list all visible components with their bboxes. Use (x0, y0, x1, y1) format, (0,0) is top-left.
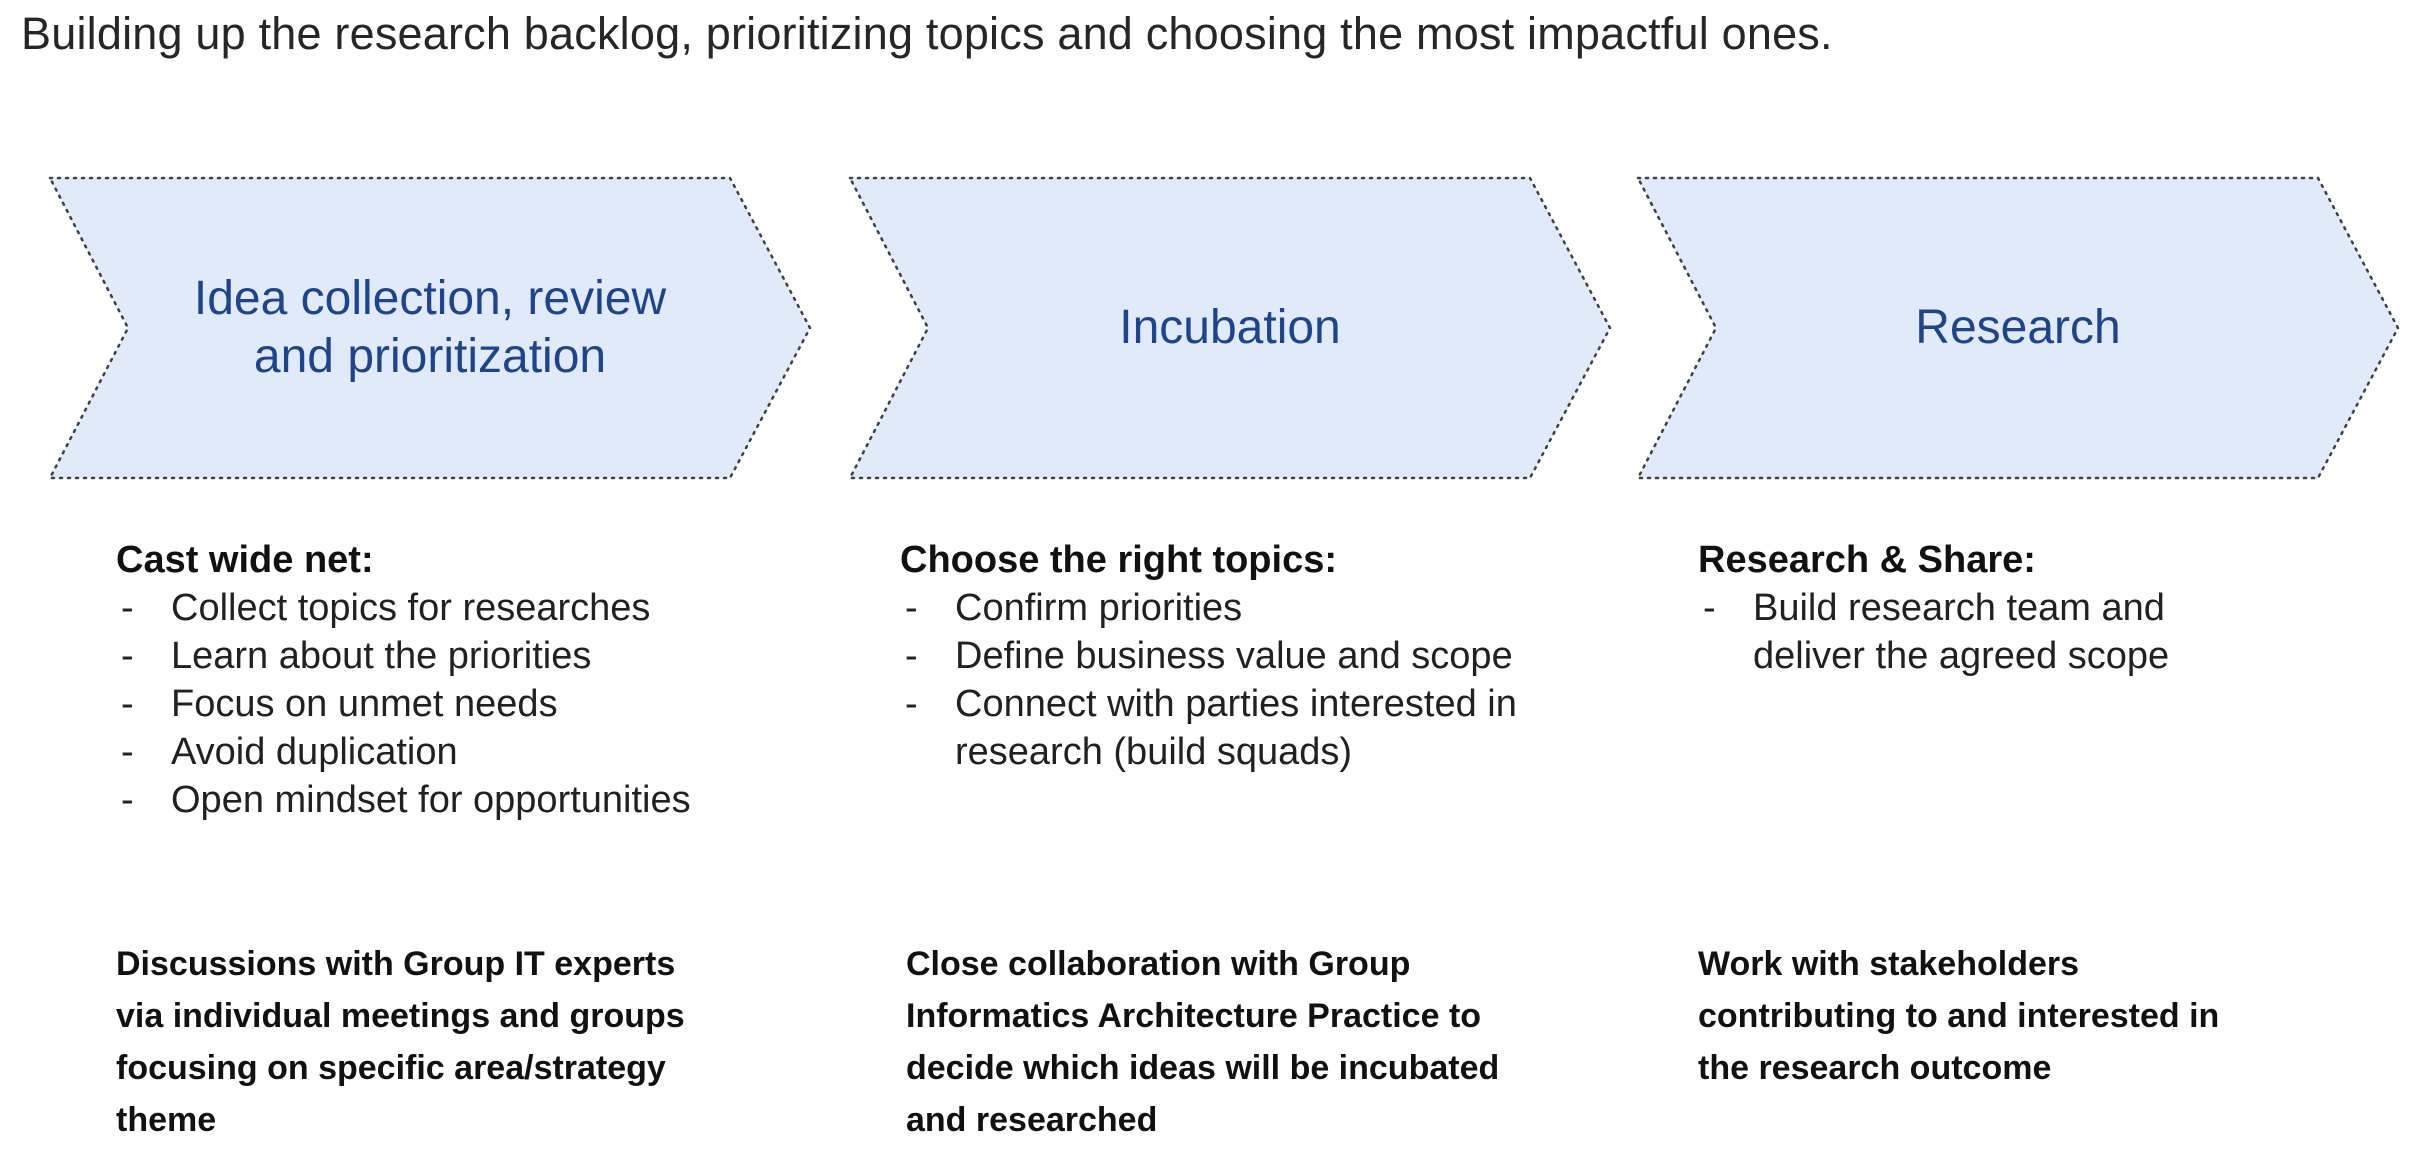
list-item-text: Avoid duplication (171, 731, 458, 773)
stage-details-idea-collection: Cast wide net: -Collect topics for resea… (116, 536, 836, 824)
bullet-dash: - (121, 635, 134, 677)
stage-bullet-list: -Collect topics for researches -Learn ab… (116, 584, 836, 824)
list-item-text: Focus on unmet needs (171, 683, 558, 725)
stage-details-research: Research & Share: -Build research team a… (1698, 536, 2258, 680)
process-flow-diagram (47, 176, 2400, 480)
stage-note-research: Work with stakeholders contributing to a… (1698, 945, 2220, 1087)
list-item-text: Open mindset for opportunities (171, 779, 691, 821)
chevron-label-line-1: Research (1915, 301, 2121, 354)
list-item-text: Collect topics for researches (171, 587, 651, 629)
bullet-dash: - (121, 731, 134, 773)
bullet-dash: - (905, 683, 918, 725)
list-item-text: Connect with parties interested in resea… (955, 683, 1517, 773)
chevron-label-line-2: and prioritization (253, 330, 607, 383)
chevron-label-idea-collection: Idea collection, review and prioritizati… (100, 270, 760, 386)
bullet-dash: - (121, 683, 134, 725)
chevron-research (1635, 176, 2400, 480)
list-item-text: Define business value and scope (955, 635, 1513, 677)
stage-bullet-list: -Confirm priorities -Define business val… (900, 584, 1600, 776)
stage-heading: Cast wide net: (116, 539, 374, 581)
list-item: -Open mindset for opportunities (116, 776, 836, 824)
list-item: -Focus on unmet needs (116, 680, 836, 728)
page-title: Building up the research backlog, priori… (21, 8, 1833, 59)
list-item: -Build research team and deliver the agr… (1698, 584, 2243, 680)
list-item: -Avoid duplication (116, 728, 836, 776)
list-item-text: Learn about the priorities (171, 635, 592, 677)
bullet-dash: - (1703, 587, 1716, 629)
list-item: -Collect topics for researches (116, 584, 836, 632)
stage-heading: Research & Share: (1698, 539, 2036, 581)
list-item: -Connect with parties interested in rese… (900, 680, 1595, 776)
list-item: -Define business value and scope (900, 632, 1600, 680)
bullet-dash: - (121, 587, 134, 629)
stage-details-incubation: Choose the right topics: -Confirm priori… (900, 536, 1600, 776)
list-item: -Learn about the priorities (116, 632, 836, 680)
bullet-dash: - (121, 779, 134, 821)
list-item-text: Build research team and deliver the agre… (1753, 587, 2170, 677)
bullet-dash: - (905, 587, 918, 629)
stage-note-idea-collection: Discussions with Group IT experts via in… (116, 945, 685, 1139)
stage-heading: Choose the right topics: (900, 539, 1337, 581)
chevron-label-research: Research (1688, 299, 2348, 357)
bullet-dash: - (905, 635, 918, 677)
stage-bullet-list: -Build research team and deliver the agr… (1698, 584, 2258, 680)
stage-note-incubation: Close collaboration with Group Informati… (906, 945, 1500, 1139)
list-item-text: Confirm priorities (955, 587, 1243, 629)
chevron-incubation (847, 176, 1612, 480)
chevron-label-line-1: Incubation (1119, 301, 1341, 354)
chevron-label-line-1: Idea collection, review (193, 272, 667, 325)
chevron-idea-collection (47, 176, 812, 480)
chevron-label-incubation: Incubation (900, 299, 1560, 357)
list-item: -Confirm priorities (900, 584, 1600, 632)
